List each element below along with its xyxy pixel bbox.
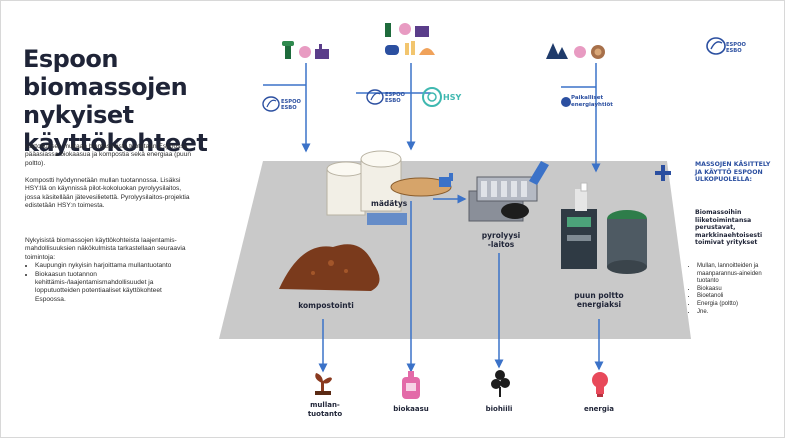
plant-icon	[315, 373, 332, 395]
hsy-logo	[422, 87, 442, 107]
output-label-biohiili: biohiili	[485, 405, 513, 413]
title-line-3: käyttökohteet	[23, 129, 208, 157]
espoo-logo-line-2: ESBO	[385, 98, 401, 104]
intro-bullet: Kaupungin nykyisin harjoittama mullantuo…	[35, 262, 193, 270]
espoo-logo-line-1: ESPOO	[385, 92, 405, 98]
flower-source-icon	[574, 46, 586, 58]
tree-source-icon	[546, 43, 560, 59]
pyrolysis-plant	[468, 161, 549, 222]
intro-paragraph-2: Kompostti hyödynnetään mullan tuotannoss…	[25, 177, 190, 210]
espoo-logo-top-right	[706, 37, 726, 55]
espoo-logo-line-2: ESBO	[726, 48, 742, 54]
source-group-left	[282, 41, 329, 59]
side-list-item: Biokaasu	[697, 286, 777, 294]
output-label-energia: energia	[583, 405, 615, 413]
lightbulb-icon	[592, 372, 608, 397]
intro-paragraph-3: Nykyisistä biomassojen käyttökohteista l…	[25, 237, 193, 304]
energy-company-text: Paikalliset energiayhtiöt	[571, 95, 613, 108]
side-heading: MASSOJEN KÄSITTELY JA KÄYTTÖ ESPOON ULKO…	[695, 161, 771, 184]
process-label-madatys: mädätys	[371, 199, 408, 208]
side-list-item: Jne.	[697, 309, 777, 317]
side-subheading: Biomassoihin liiketoimintansa perustavat…	[695, 209, 763, 247]
process-label-poltto-line-2: energiaksi	[576, 300, 622, 309]
process-label-kompostointi: kompostointi	[298, 301, 354, 310]
compost-heap	[279, 244, 380, 291]
title-line-1: Espoon biomassojen	[23, 45, 188, 101]
espoo-logo-middle	[366, 89, 384, 105]
source-group-right	[546, 43, 605, 59]
intro-bullet-list: Kaupungin nykyisin harjoittama mullantuo…	[25, 262, 193, 304]
fish-source-icon	[385, 45, 399, 55]
plant-source-icon	[385, 23, 391, 37]
power-plant	[561, 182, 647, 274]
grass-source-icon	[415, 26, 429, 37]
output-label-line: mullan-	[310, 401, 340, 409]
espoo-logo-left	[262, 96, 280, 112]
page-title: Espoon biomassojen nykyiset käyttökohtee…	[23, 45, 253, 157]
gas-canister-icon	[402, 371, 420, 399]
espoo-logo-line-1: ESPOO	[726, 42, 746, 48]
plus-icon-v	[661, 165, 665, 181]
output-label-mullantuotanto: mullan- tuotanto	[297, 401, 353, 419]
side-list-item: Bioetanoli	[697, 293, 777, 301]
process-label-poltto: puun poltto energiaksi	[557, 291, 641, 309]
hsy-logo-text: HSY	[443, 93, 462, 102]
espoo-logo-line-1: ESPOO	[281, 99, 301, 105]
grass-source-icon	[315, 49, 329, 59]
food-source-icon	[419, 48, 435, 55]
espoo-logo-text-middle: ESPOO ESBO	[385, 92, 405, 104]
espoo-logo-line-2: ESBO	[281, 105, 297, 111]
output-label-line: tuotanto	[307, 410, 343, 418]
flower-source-icon	[299, 46, 311, 58]
process-label-pyrolyysi: pyrolyysi -laitos	[475, 231, 527, 249]
side-list: Mullan, lannoitteiden ja maanparannus-ai…	[687, 263, 777, 316]
source-group-middle	[385, 23, 435, 55]
process-label-pyrolyysi-line-1: pyrolyysi	[481, 231, 521, 240]
side-list-item: Energia (poltto)	[697, 301, 777, 309]
small-pump	[439, 173, 453, 187]
side-list-item: Mullan, lannoitteiden ja maanparannus-ai…	[697, 263, 777, 286]
plant-source-icon	[285, 45, 291, 59]
espoo-logo-text-left: ESPOO ESBO	[281, 99, 301, 111]
title-line-2: nykyiset	[23, 101, 134, 129]
intro-bullet: Biokaasun tuotannon kehittämis-/laajenta…	[35, 271, 193, 305]
flower-source-icon	[399, 23, 411, 35]
espoo-logo-text-top-right: ESPOO ESBO	[726, 42, 746, 54]
output-label-biokaasu: biokaasu	[393, 405, 429, 413]
charcoal-icon	[491, 370, 510, 397]
intro-paragraph-1: Kartoituksen mukaan biomassoista tuoteta…	[25, 143, 192, 167]
energy-company-logo	[561, 97, 571, 107]
process-label-pyrolyysi-line-2: -laitos	[487, 240, 515, 249]
intro-paragraph-3-text: Nykyisistä biomassojen käyttökohteista l…	[25, 237, 186, 261]
hand-source-icon	[405, 41, 415, 55]
plant-source-icon-leaf	[282, 41, 294, 46]
process-label-poltto-line-1: puun poltto	[574, 291, 624, 300]
